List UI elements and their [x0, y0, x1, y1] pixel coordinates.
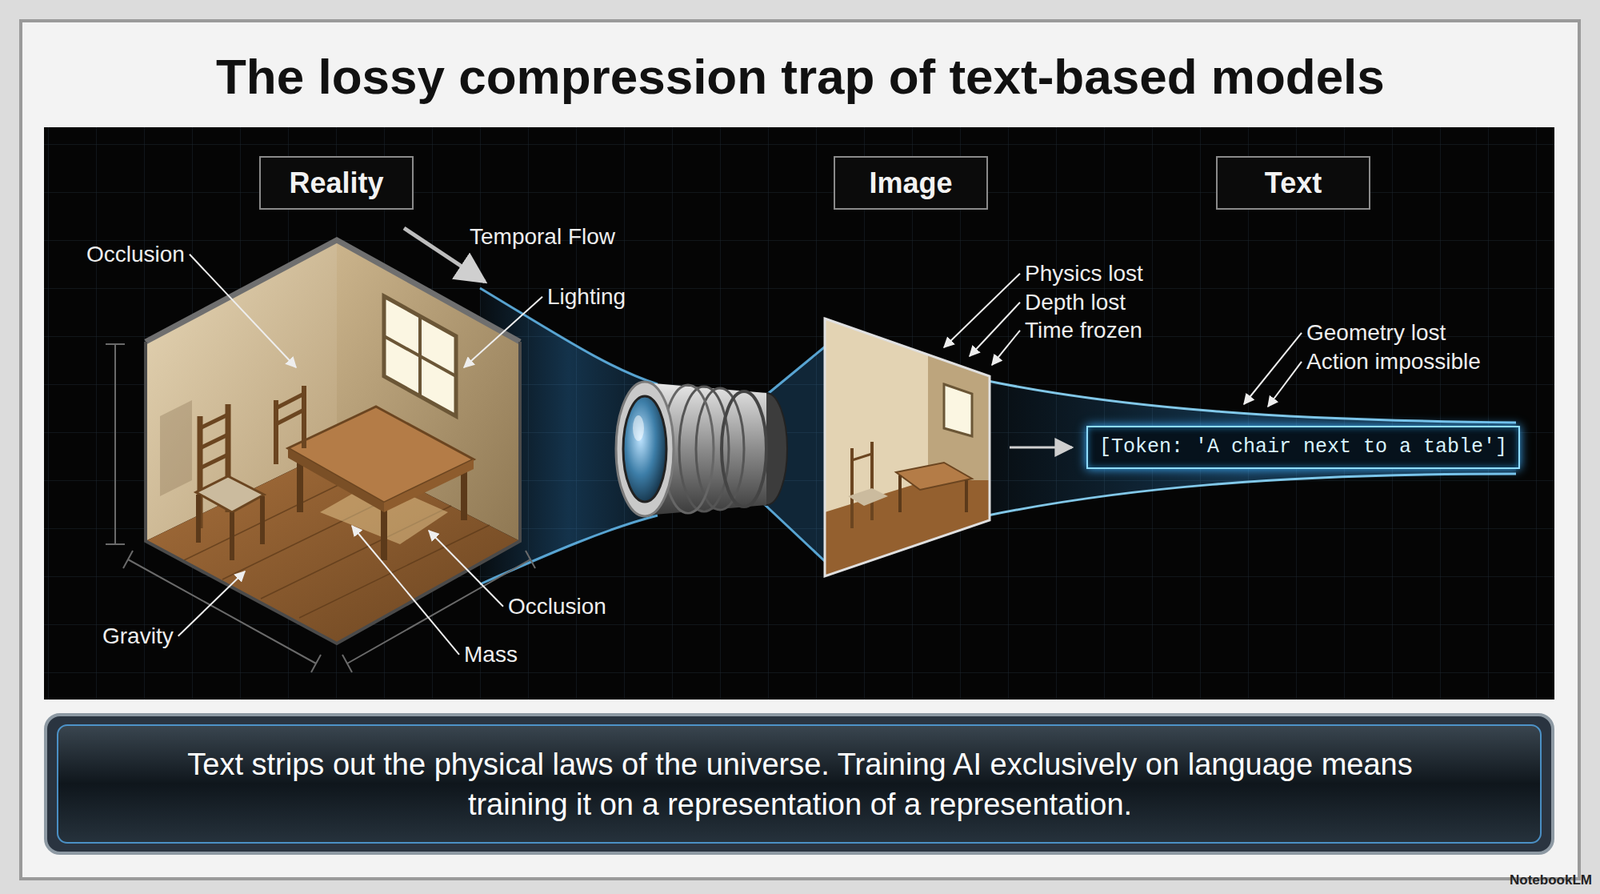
- room-illustration: [145, 240, 520, 342]
- chair-drawing: [229, 512, 235, 560]
- node-text: Image: [856, 164, 966, 201]
- room-illustration: [160, 400, 192, 496]
- chair-drawing: [196, 494, 201, 543]
- callout-label: Gravity: [102, 622, 174, 650]
- caption-band: [45, 714, 1553, 853]
- leader-line: [428, 530, 504, 607]
- table-drawing: [288, 406, 474, 560]
- watermark: NotebookLM: [1509, 872, 1592, 888]
- leader-line: [1244, 332, 1302, 404]
- chair-drawing: [196, 385, 304, 560]
- image-plane: [824, 318, 990, 576]
- leader-line: [992, 330, 1020, 365]
- header-box: Image: [833, 156, 988, 210]
- camera-lens: [632, 415, 644, 441]
- leader-line: [944, 273, 1020, 348]
- page-frame: [20, 20, 1580, 879]
- caption-band: [57, 724, 1541, 843]
- image-plane: [896, 462, 972, 490]
- light-beam: [984, 380, 1516, 516]
- leader-line: [1268, 361, 1302, 407]
- leader-line: [178, 571, 245, 636]
- leader-line: [464, 296, 543, 368]
- callout-label: Temporal Flow: [469, 223, 616, 251]
- callout-label: Geometry lost: [1306, 319, 1446, 347]
- chair-drawing: [200, 414, 228, 428]
- chair-drawing: [196, 476, 264, 512]
- flow-arrow: [1009, 447, 1072, 448]
- dimension-lines: [105, 344, 125, 544]
- node-text: Reality: [281, 164, 392, 201]
- chair-drawing: [200, 454, 228, 468]
- table-drawing: [384, 459, 474, 512]
- room-illustration: [145, 240, 520, 644]
- caption-band: [45, 714, 1553, 853]
- light-beam: [984, 473, 1516, 516]
- room-illustration: [384, 296, 456, 416]
- room-illustration: [384, 336, 456, 376]
- camera-lens: [616, 381, 788, 516]
- image-plane: [852, 453, 872, 460]
- flow-arrow: [1009, 446, 1072, 449]
- image-plane: [964, 480, 968, 512]
- node-text: [Token: 'A chair next to a table']: [1099, 433, 1508, 461]
- image-plane: [824, 318, 990, 576]
- light-beam: [480, 288, 1516, 584]
- caption: Text strips out the physical laws of the…: [176, 744, 1424, 824]
- chair-drawing: [276, 393, 304, 408]
- callout-label: Occlusion: [86, 240, 185, 268]
- image-plane: [944, 384, 972, 436]
- header-box: Text: [1216, 156, 1371, 210]
- image-plane: [824, 318, 990, 576]
- node-text: Text: [1238, 164, 1348, 201]
- callout-label: Time frozen: [1024, 316, 1143, 344]
- callout-label: Lighting: [547, 283, 626, 311]
- title: The lossy compression trap of text-based…: [216, 48, 1385, 105]
- callout-label: Mass: [464, 640, 518, 668]
- dark-panel: [44, 127, 1555, 700]
- image-plane: [848, 488, 888, 506]
- leader-line: [969, 302, 1020, 356]
- room-illustration: [184, 467, 490, 618]
- chair-drawing: [260, 496, 265, 544]
- callout-label: Occlusion: [508, 592, 607, 620]
- dark-panel: [44, 127, 1555, 700]
- leader-line: [352, 525, 460, 655]
- table-drawing: [288, 406, 474, 503]
- camera-lens: [623, 396, 667, 502]
- token-box: [Token: 'A chair next to a table']: [1086, 425, 1520, 469]
- chair-drawing: [273, 400, 279, 464]
- callout-label: Depth lost: [1024, 288, 1126, 316]
- light-beam: [984, 380, 1516, 423]
- image-plane: [928, 352, 990, 480]
- table-drawing: [288, 448, 384, 512]
- image-plane: [898, 475, 902, 512]
- chair-drawing: [200, 434, 228, 448]
- room-illustration: [145, 341, 520, 644]
- header-box: Reality: [259, 156, 414, 210]
- camera-lens: [616, 381, 674, 516]
- chair-drawing: [276, 409, 304, 424]
- image-plane: [824, 318, 990, 576]
- camera-lens: [721, 391, 767, 507]
- callout-label: Action impossible: [1306, 348, 1481, 376]
- leader-line: [189, 254, 296, 368]
- dark-panel: [44, 127, 1555, 700]
- callout-label: Physics lost: [1024, 260, 1144, 288]
